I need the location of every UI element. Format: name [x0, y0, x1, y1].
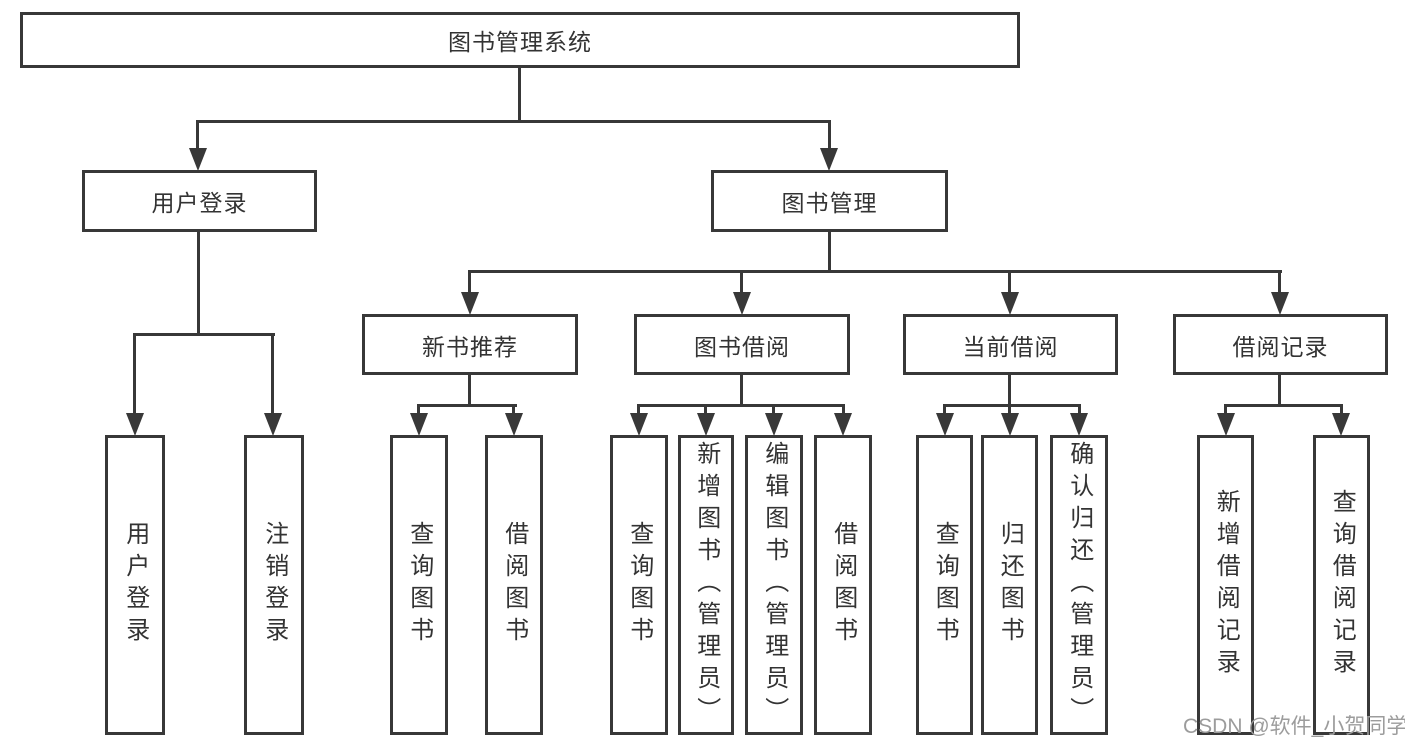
- node-new-book-recommend: 新书推荐: [362, 314, 578, 375]
- node-label: 用户登录: [151, 190, 248, 216]
- leaf-edit-books-admin: 编辑图书（管理员）: [745, 435, 803, 735]
- node-label: 注销登录: [260, 521, 288, 649]
- arrow-down-icon: [505, 413, 523, 436]
- node-label: 当前借阅: [962, 333, 1059, 360]
- leaf-query-books-3: 查询图书: [916, 435, 973, 735]
- node-label: 借阅记录: [1232, 333, 1329, 360]
- arrow-down-icon: [126, 413, 144, 436]
- arrow-down-icon: [936, 413, 954, 436]
- connector-line: [196, 120, 199, 150]
- arrow-down-icon: [461, 292, 479, 315]
- arrow-down-icon: [1217, 413, 1235, 436]
- connector-line: [740, 270, 743, 295]
- connector-line: [417, 404, 517, 407]
- connector-line: [1224, 404, 1343, 407]
- connector-line: [417, 404, 420, 416]
- leaf-return-books: 归还图书: [981, 435, 1038, 735]
- node-label: 编辑图书（管理员）: [760, 441, 788, 729]
- connector-line: [1008, 270, 1011, 295]
- node-label: 归还图书: [996, 521, 1024, 649]
- leaf-borrow-books-2: 借阅图书: [814, 435, 872, 735]
- leaf-query-books-2: 查询图书: [610, 435, 668, 735]
- arrow-down-icon: [765, 413, 783, 436]
- node-label: 新书推荐: [422, 333, 518, 360]
- leaf-logout: 注销登录: [244, 435, 304, 735]
- node-user-login: 用户登录: [82, 170, 317, 232]
- connector-line: [828, 230, 831, 272]
- connector-line: [740, 373, 743, 407]
- arrow-down-icon: [1001, 292, 1019, 315]
- arrow-down-icon: [1271, 292, 1289, 315]
- connector-line: [637, 404, 640, 416]
- node-label: 图书借阅: [694, 333, 790, 360]
- node-borrow-records: 借阅记录: [1173, 314, 1388, 375]
- connector-line: [1278, 270, 1281, 295]
- arrow-down-icon: [820, 148, 838, 171]
- arrow-down-icon: [834, 413, 852, 436]
- node-label: 确认归还（管理员）: [1065, 441, 1093, 729]
- arrow-down-icon: [1001, 413, 1019, 436]
- node-book-management: 图书管理: [711, 170, 948, 232]
- arrow-down-icon: [733, 292, 751, 315]
- connector-line: [1224, 404, 1227, 416]
- node-label: 图书管理: [781, 190, 878, 216]
- connector-line: [1008, 373, 1011, 407]
- arrow-down-icon: [1332, 413, 1350, 436]
- node-label: 查询图书: [625, 521, 653, 649]
- connector-line: [1278, 373, 1281, 407]
- leaf-add-borrow-record: 新增借阅记录: [1197, 435, 1254, 735]
- connector-line: [704, 404, 707, 416]
- connector-line: [468, 270, 1282, 273]
- node-label: 查询图书: [405, 521, 433, 649]
- connector-line: [772, 404, 775, 416]
- node-label: 查询借阅记录: [1328, 489, 1356, 681]
- node-label: 新增借阅记录: [1212, 489, 1240, 681]
- node-label: 查询图书: [931, 521, 959, 649]
- connector-line: [133, 333, 136, 415]
- connector-line: [468, 270, 471, 295]
- csdn-watermark: CSDN @软件_小贺同学: [1183, 715, 1405, 738]
- leaf-query-books-1: 查询图书: [390, 435, 448, 735]
- leaf-confirm-return-admin: 确认归还（管理员）: [1050, 435, 1108, 735]
- arrow-down-icon: [630, 413, 648, 436]
- node-label: 新增图书（管理员）: [692, 441, 720, 729]
- leaf-add-books-admin: 新增图书（管理员）: [678, 435, 734, 735]
- arrow-down-icon: [410, 413, 428, 436]
- connector-line: [943, 404, 1081, 407]
- connector-line: [828, 120, 831, 150]
- leaf-user-login: 用户登录: [105, 435, 165, 735]
- connector-line: [943, 404, 946, 416]
- arrow-down-icon: [264, 413, 282, 436]
- connector-line: [637, 404, 845, 407]
- connector-line: [1008, 404, 1011, 416]
- node-current-borrow: 当前借阅: [903, 314, 1118, 375]
- connector-line: [271, 333, 274, 415]
- node-book-borrow: 图书借阅: [634, 314, 850, 375]
- node-label: 图书管理系统: [448, 29, 592, 55]
- connector-line: [197, 230, 200, 336]
- arrow-down-icon: [1070, 413, 1088, 436]
- connector-line: [468, 373, 471, 407]
- node-label: 用户登录: [121, 521, 149, 649]
- connector-line: [133, 333, 275, 336]
- connector-line: [1340, 404, 1343, 416]
- arrow-down-icon: [697, 413, 715, 436]
- connector-line: [197, 120, 831, 123]
- connector-line: [518, 66, 521, 122]
- leaf-borrow-books-1: 借阅图书: [485, 435, 543, 735]
- node-root-system: 图书管理系统: [20, 12, 1020, 68]
- node-label: 借阅图书: [829, 521, 857, 649]
- arrow-down-icon: [189, 148, 207, 171]
- connector-line: [512, 404, 515, 416]
- node-label: 借阅图书: [500, 521, 528, 649]
- connector-line: [1078, 404, 1081, 416]
- connector-line: [842, 404, 845, 416]
- leaf-query-borrow-record: 查询借阅记录: [1313, 435, 1370, 735]
